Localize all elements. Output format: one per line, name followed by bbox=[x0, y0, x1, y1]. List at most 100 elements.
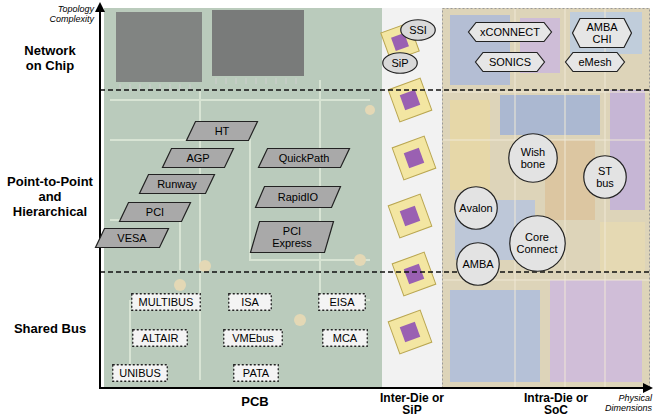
die-icon bbox=[392, 136, 436, 180]
x-axis-arrow bbox=[643, 383, 653, 393]
pcb-fade bbox=[104, 8, 382, 388]
dotted-box-node: MCA bbox=[322, 329, 368, 347]
axis-category-label: Inter-Die or SiP bbox=[376, 392, 448, 416]
parallelogram-node: PCI Express bbox=[250, 221, 334, 253]
ellipse-node: SSI bbox=[400, 19, 436, 41]
parallelogram-node: QuickPath bbox=[258, 148, 350, 168]
dotted-rect-outline bbox=[224, 330, 283, 347]
die-icons bbox=[381, 23, 436, 354]
dotted-box-node: PATA bbox=[233, 364, 279, 382]
node-label: SONICS bbox=[489, 56, 531, 68]
node-label: VMEbus bbox=[232, 332, 274, 344]
circle-node: Wish bone bbox=[508, 133, 558, 183]
soc-die-photo bbox=[442, 8, 650, 388]
hexagon-outline bbox=[573, 19, 632, 48]
die-core bbox=[400, 206, 421, 227]
dotted-rect-outline bbox=[229, 294, 272, 311]
hexagon-outline bbox=[566, 53, 625, 72]
parallelogram-outline bbox=[259, 149, 350, 168]
parallelogram-outline bbox=[256, 187, 341, 208]
die-body bbox=[392, 136, 436, 180]
parallelogram-node: HT bbox=[186, 121, 258, 141]
y-axis-arrow bbox=[95, 2, 105, 12]
circle-node: ST bus bbox=[583, 155, 627, 199]
dotted-rect-outline bbox=[132, 294, 201, 311]
node-text-block: QuickPath bbox=[279, 152, 330, 164]
node-text-block: MCA bbox=[333, 332, 357, 344]
hexagon-node: AMBA CHI bbox=[572, 18, 632, 48]
node-label: AMBA CHI bbox=[584, 21, 620, 45]
node-text-block: ST bus bbox=[592, 165, 618, 189]
dotted-rect-outline bbox=[133, 330, 188, 347]
die-core bbox=[404, 148, 425, 169]
die-body bbox=[388, 78, 432, 122]
circle-outline bbox=[584, 156, 627, 199]
die-icon bbox=[388, 194, 432, 238]
die-body bbox=[388, 310, 432, 354]
circle-outline bbox=[509, 134, 558, 183]
node-text-block: EISA bbox=[329, 296, 354, 308]
dotted-box-node: UNIBUS bbox=[112, 364, 168, 382]
dotted-rect-outline bbox=[323, 330, 368, 347]
dotted-rect-outline bbox=[319, 294, 366, 311]
node-label: AMBA bbox=[462, 258, 493, 270]
node-label: EISA bbox=[329, 296, 354, 308]
hexagon-outline bbox=[469, 23, 552, 42]
dotted-rect-outline bbox=[234, 365, 279, 382]
node-label: Avalon bbox=[459, 202, 492, 214]
node-text-block: VESA bbox=[117, 232, 146, 244]
hexagon-node: xCONNECT bbox=[468, 22, 552, 42]
band-label: Shared Bus bbox=[10, 321, 90, 336]
node-text-block: Wish bone bbox=[516, 146, 550, 170]
node-label: ISA bbox=[241, 296, 259, 308]
circle-node: Core Connect bbox=[509, 215, 566, 272]
node-text-block: xCONNECT bbox=[480, 26, 540, 38]
node-label: Runway bbox=[157, 178, 197, 190]
die-icon bbox=[392, 252, 436, 296]
parallelogram-node: RapidIO bbox=[255, 186, 341, 208]
node-label: eMesh bbox=[578, 56, 611, 68]
hexagon-node: eMesh bbox=[565, 52, 625, 72]
parallelogram-node: VESA bbox=[95, 228, 169, 248]
parallelogram-outline bbox=[187, 122, 258, 141]
axis-category-label: Intra-Die or SoC bbox=[518, 392, 594, 416]
node-label: ALTAIR bbox=[142, 332, 179, 344]
node-text-block: UNIBUS bbox=[119, 367, 161, 379]
node-text-block: Runway bbox=[157, 178, 197, 190]
soc-border bbox=[443, 9, 650, 388]
node-text-block: VMEbus bbox=[232, 332, 274, 344]
die-core bbox=[404, 264, 425, 285]
node-label: RapidIO bbox=[278, 191, 318, 203]
node-text-block: SONICS bbox=[489, 56, 531, 68]
node-text-block: eMesh bbox=[578, 56, 611, 68]
pcb-photo bbox=[104, 8, 382, 388]
circle-outline bbox=[509, 215, 565, 271]
y-axis bbox=[99, 10, 101, 389]
node-label: Wish bone bbox=[516, 146, 550, 170]
ellipse-node: SiP bbox=[382, 52, 418, 74]
dotted-box-node: VMEbus bbox=[223, 329, 283, 347]
parallelogram-outline bbox=[120, 203, 191, 222]
dotted-box-node: EISA bbox=[318, 293, 366, 311]
die-core bbox=[400, 90, 421, 111]
parallelogram-node: PCI bbox=[119, 202, 191, 222]
node-text-block: AGP bbox=[186, 152, 209, 164]
die-lines bbox=[442, 8, 650, 388]
soc-fade bbox=[442, 8, 650, 388]
node-text-block: ISA bbox=[241, 296, 259, 308]
node-text-block: PCI Express bbox=[267, 225, 317, 249]
parallelogram-outline bbox=[96, 229, 169, 248]
axis-category-label: PCB bbox=[215, 395, 295, 409]
node-label: HT bbox=[215, 125, 230, 137]
node-text-block: SiP bbox=[391, 57, 408, 69]
node-text-block: HT bbox=[215, 125, 230, 137]
node-text-block: AMBA CHI bbox=[584, 21, 620, 45]
band-label: Point-to-Point and Hierarchical bbox=[1, 174, 99, 219]
node-label: UNIBUS bbox=[119, 367, 161, 379]
node-label: AGP bbox=[186, 152, 209, 164]
axis-title: Topology Complexity bbox=[30, 4, 94, 24]
node-text-block: RapidIO bbox=[278, 191, 318, 203]
node-text-block: Core Connect bbox=[516, 231, 558, 255]
